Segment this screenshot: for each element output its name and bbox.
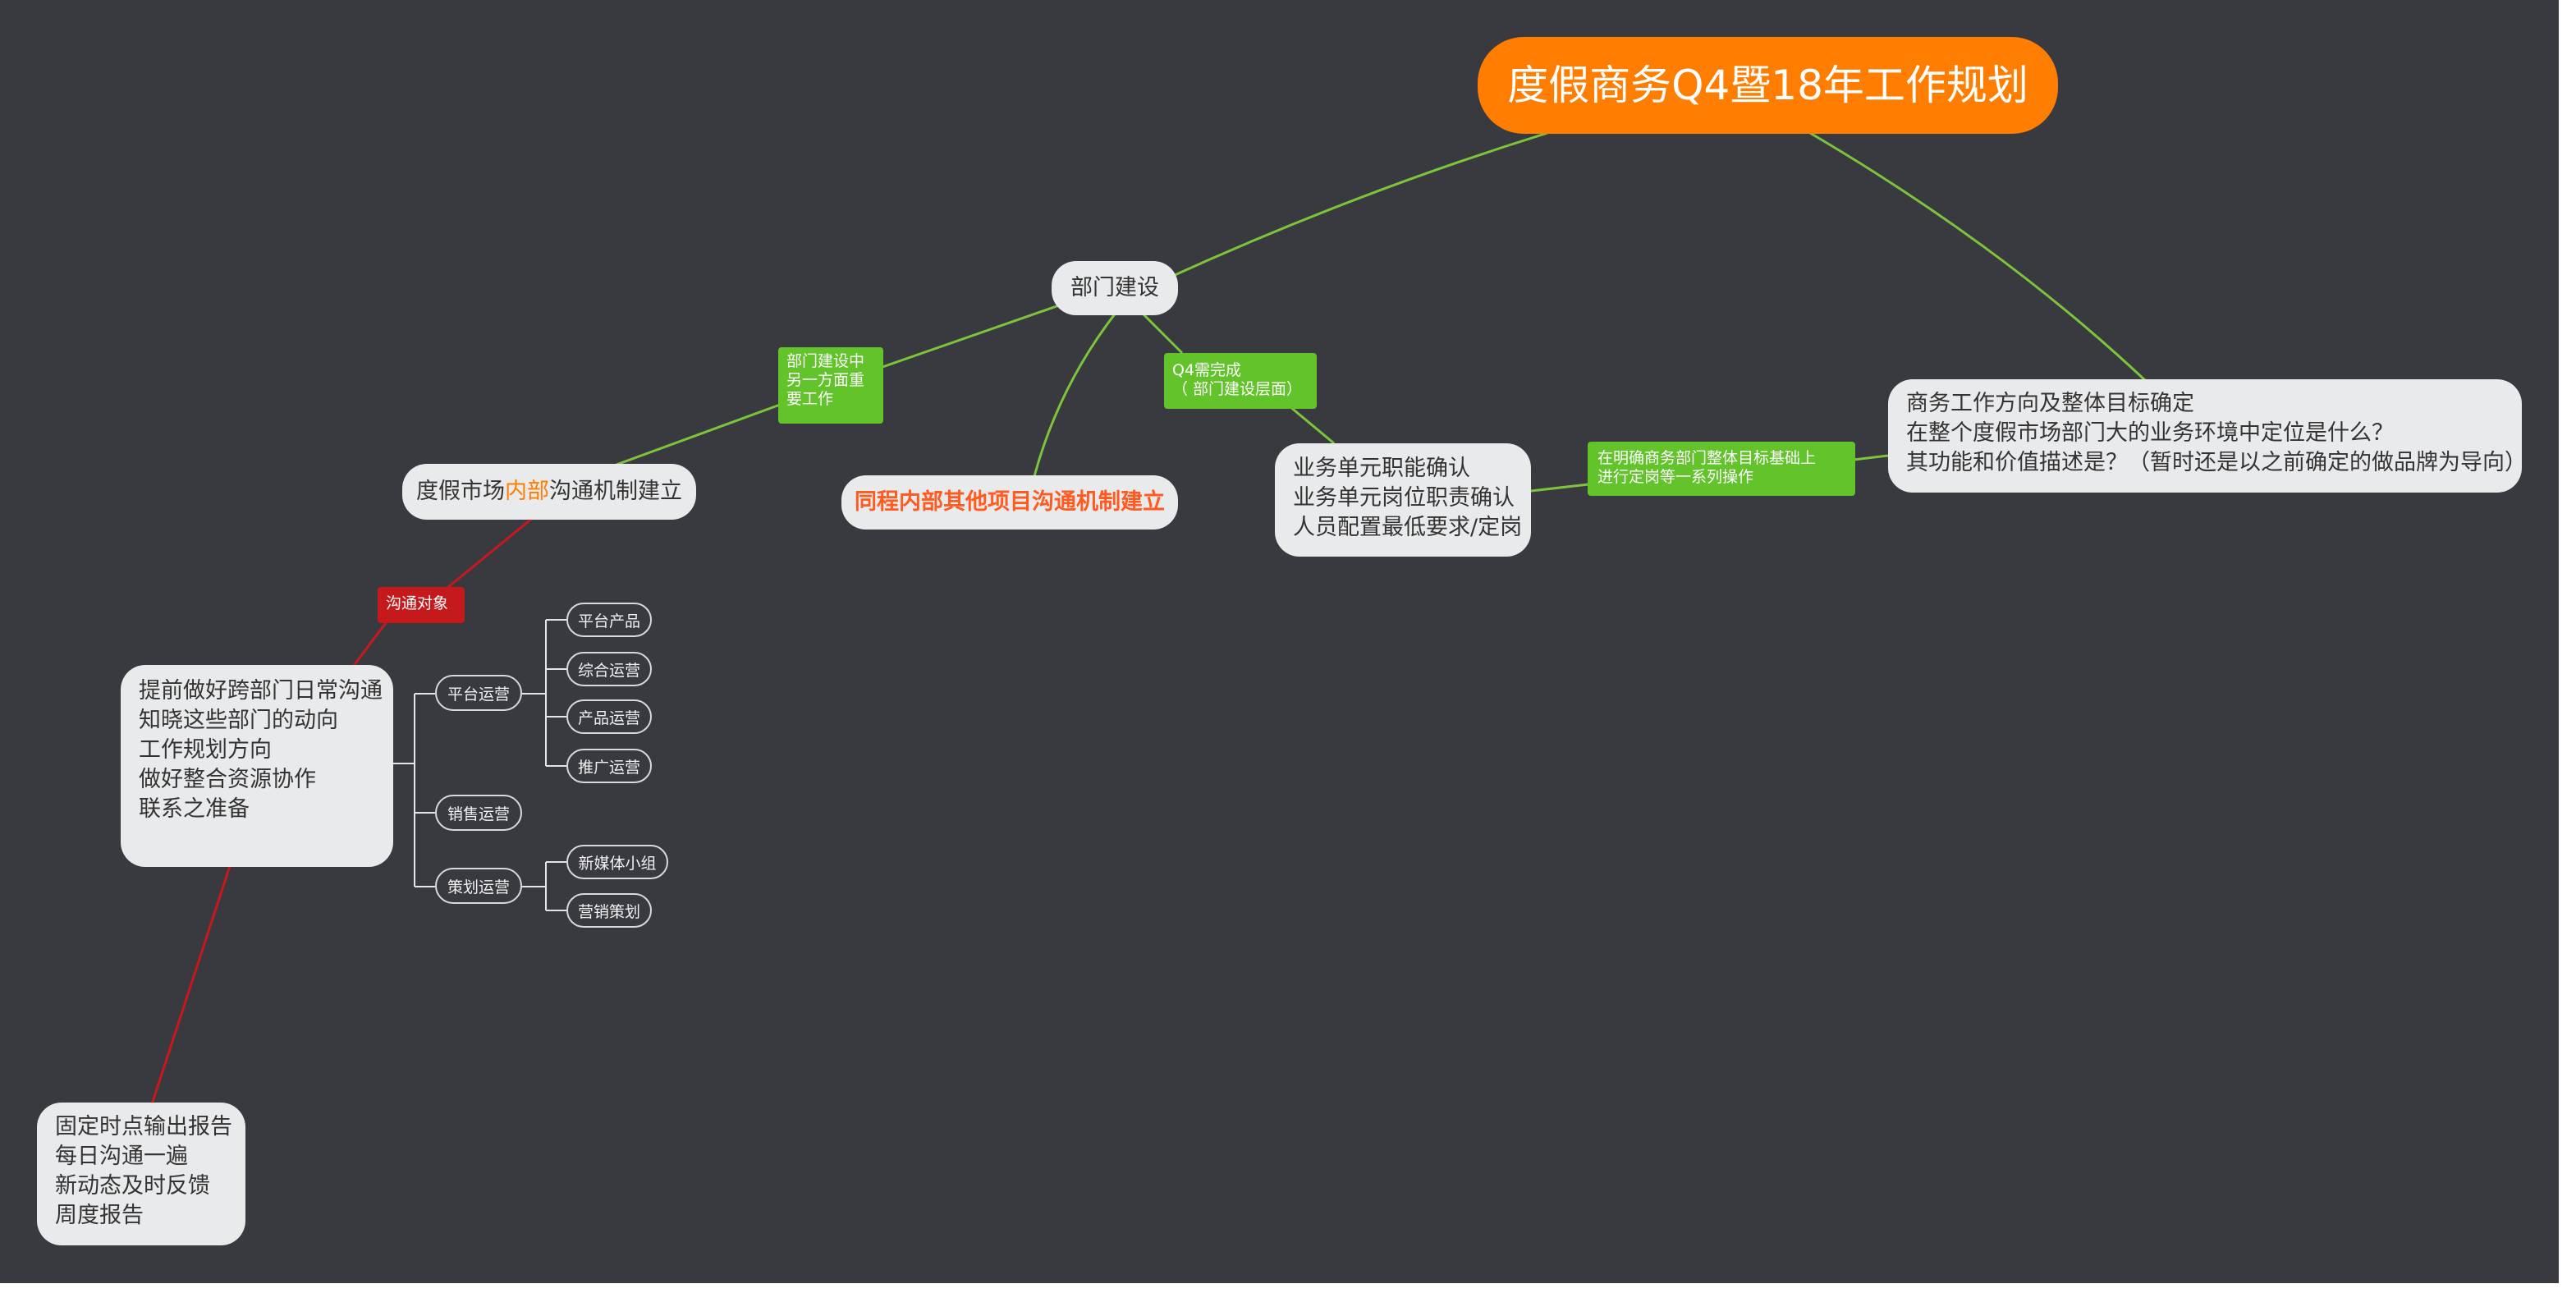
unit-roles-line: 业务单元岗位职责确认 — [1293, 485, 1515, 511]
fixed-report-node[interactable]: 固定时点输出报告 每日沟通一遍 新动态及时反馈 周度报告 — [37, 1103, 245, 1245]
link-q4-units — [1284, 401, 1335, 445]
tag-line: 部门建设中 — [786, 352, 865, 370]
ops-platform-child[interactable]: 平台产品 — [566, 603, 652, 637]
link-market-target — [442, 516, 534, 593]
tongcheng-comm-node[interactable]: 同程内部其他项目沟通机制建立 — [841, 475, 1178, 530]
ops-child-label: 产品运营 — [577, 708, 640, 727]
advance-comm-node[interactable]: 提前做好跨部门日常沟通 知晓这些部门的动向 工作规划方向 做好整合资源协作 联系… — [121, 665, 393, 867]
market-comm-prefix: 度假市场 — [416, 479, 505, 504]
ops-platform[interactable]: 平台运营 — [435, 675, 522, 711]
advance-comm-line: 联系之准备 — [139, 796, 250, 822]
ops-platform-child[interactable]: 综合运营 — [566, 652, 652, 686]
tag-basis[interactable]: 在明确商务部门整体目标基础上 进行定岗等一系列操作 — [1588, 442, 1855, 496]
unit-roles-line: 人员配置最低要求/定岗 — [1293, 515, 1523, 540]
tag-line: 在明确商务部门整体目标基础上 — [1597, 449, 1817, 467]
advance-comm-line: 做好整合资源协作 — [139, 767, 316, 792]
ops-child-label: 推广运营 — [577, 758, 640, 777]
biz-direction-line: 其功能和价值描述是？（暂时还是以之前确定的做品牌为导向） — [1906, 450, 2527, 475]
biz-direction-node[interactable]: 商务工作方向及整体目标确定 在整个度假市场部门大的业务环境中定位是什么？ 其功能… — [1888, 379, 2527, 493]
tag-dept-other-work[interactable]: 部门建设中 另一方面重 要工作 — [778, 347, 883, 424]
biz-direction-line: 商务工作方向及整体目标确定 — [1906, 391, 2194, 416]
tag-line: 进行定岗等一系列操作 — [1597, 468, 1754, 486]
bracket-planning — [521, 861, 566, 911]
root-topic[interactable]: 度假商务Q4暨18年工作规划 — [1478, 37, 2058, 134]
ops-child-label: 营销策划 — [577, 902, 640, 921]
ops-sales[interactable]: 销售运营 — [435, 795, 522, 831]
advance-comm-line: 工作规划方向 — [139, 737, 272, 763]
root-title: 度假商务Q4暨18年工作规划 — [1507, 62, 2028, 109]
tongcheng-label: 同程内部其他项目沟通机制建立 — [855, 489, 1165, 515]
link-dept-tag — [882, 304, 1060, 369]
ops-platform-child[interactable]: 推广运营 — [566, 749, 652, 783]
ops-child-label: 新媒体小组 — [578, 854, 657, 873]
bracket-ops — [392, 693, 435, 887]
ops-platform-label: 平台运营 — [447, 685, 510, 704]
biz-direction-line: 在整个度假市场部门大的业务环境中定位是什么？ — [1906, 420, 2394, 446]
fixed-report-line: 每日沟通一遍 — [55, 1144, 188, 1169]
link-root-biz — [1809, 131, 2148, 383]
market-comm-suffix: 沟通机制建立 — [549, 479, 682, 504]
tag-comm-target[interactable]: 沟通对象 — [378, 587, 465, 623]
link-basis-biz — [1853, 454, 1889, 461]
dept-build-node[interactable]: 部门建设 — [1052, 261, 1178, 315]
market-comm-highlight: 内部 — [505, 479, 549, 504]
tag-line: 另一方面重 — [786, 371, 865, 389]
ops-planning-child[interactable]: 新媒体小组 — [566, 845, 668, 879]
fixed-report-line: 周度报告 — [55, 1203, 144, 1228]
ops-planning-label: 策划运营 — [447, 878, 510, 896]
market-comm-node[interactable]: 度假市场内部沟通机制建立 — [402, 464, 696, 520]
unit-roles-node[interactable]: 业务单元职能确认 业务单元岗位职责确认 人员配置最低要求/定岗 — [1275, 443, 1531, 557]
bracket-platform — [521, 619, 566, 767]
link-dept-tongcheng — [1033, 311, 1118, 477]
fixed-report-line: 固定时点输出报告 — [55, 1114, 232, 1139]
advance-comm-line: 知晓这些部门的动向 — [139, 708, 338, 733]
unit-roles-line: 业务单元职能确认 — [1293, 456, 1470, 481]
ops-planning-child[interactable]: 营销策划 — [566, 893, 652, 928]
link-advance-report — [150, 865, 231, 1105]
link-target-advance — [351, 617, 392, 667]
ops-sales-label: 销售运营 — [447, 805, 510, 823]
dept-build-label: 部门建设 — [1070, 275, 1159, 300]
fixed-report-line: 新动态及时反馈 — [55, 1173, 210, 1199]
ops-platform-child[interactable]: 产品运营 — [566, 699, 652, 734]
tag-q4-required[interactable]: Q4需完成 （ 部门建设层面） — [1164, 353, 1317, 409]
tag-line: Q4需完成 — [1172, 361, 1242, 379]
ops-planning[interactable]: 策划运营 — [435, 868, 522, 904]
link-root-dept — [1165, 131, 1548, 281]
tag-comm-target-label: 沟通对象 — [386, 594, 449, 612]
ops-child-label: 综合运营 — [577, 661, 640, 680]
tag-line: 要工作 — [786, 390, 834, 408]
link-dept-q4 — [1139, 310, 1184, 355]
tag-line: （ 部门建设层面） — [1172, 380, 1303, 398]
ops-child-label: 平台产品 — [577, 612, 640, 630]
advance-comm-line: 提前做好跨部门日常沟通 — [139, 678, 383, 704]
link-tag-market — [607, 403, 781, 470]
link-units-basis — [1530, 483, 1589, 493]
